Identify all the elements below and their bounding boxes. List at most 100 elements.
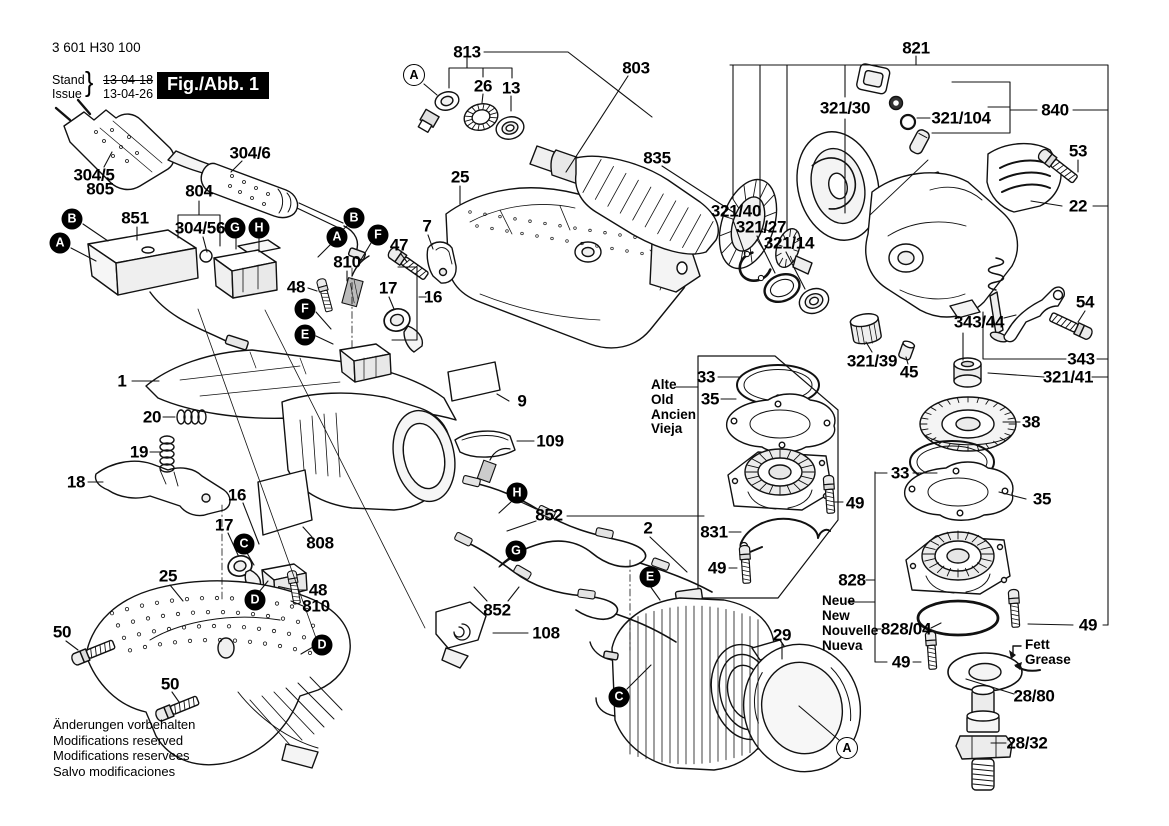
armature [529, 145, 813, 275]
revision-dates: 13-04-18 13-04-26 [103, 73, 154, 101]
leader-lines [65, 51, 1109, 744]
letter-marker-B: B [61, 208, 83, 230]
part-callout-304-56: 304/56 [174, 218, 226, 238]
stand-issue-labels: Stand Issue [52, 73, 85, 101]
letter-marker-D: D [244, 589, 266, 611]
part-callout-28-32: 28/32 [1006, 733, 1048, 753]
part-callout-813: 813 [453, 42, 481, 62]
shaft-rings [738, 250, 830, 315]
part-callout-47: 47 [389, 235, 409, 255]
part-callout-321-27: 321/27 [735, 217, 787, 237]
letter-marker-F: F [367, 224, 389, 246]
part-callout-50: 50 [160, 674, 180, 694]
legend-new-line: Neue [822, 593, 856, 608]
part-callout-1: 1 [117, 371, 127, 391]
footer-line: Modifications reservees [53, 748, 190, 763]
part-callout-16: 16 [227, 485, 247, 505]
part-callout-13: 13 [501, 78, 521, 98]
part-callout-25: 25 [158, 566, 178, 586]
date-old: 13-04-18 [103, 73, 154, 87]
part-callout-343-44: 343/44 [953, 312, 1005, 332]
part-callout-54: 54 [1075, 292, 1095, 312]
figure-label: Fig./Abb. 1 [157, 72, 269, 99]
grease-arrow [1009, 645, 1041, 672]
part-callout-828: 828 [838, 570, 866, 590]
part-callout-321-30: 321/30 [819, 98, 871, 118]
part-callout-304-6: 304/6 [229, 143, 271, 163]
spindle [955, 684, 1013, 791]
part-callout-321-40: 321/40 [710, 201, 762, 221]
part-callout-48: 48 [286, 277, 306, 297]
bevel-gear [919, 357, 1017, 452]
new-bearing-flange-group [904, 440, 1023, 692]
part-callout-49: 49 [1078, 615, 1098, 635]
part-callout-808: 808 [306, 533, 334, 553]
bracket-108 [435, 601, 487, 669]
letter-marker-H: H [248, 217, 270, 239]
letter-marker-G: G [505, 540, 527, 562]
letter-marker-B: B [343, 207, 365, 229]
part-callout-321-41: 321/41 [1042, 367, 1094, 387]
part-callout-321-104: 321/104 [931, 108, 991, 128]
part-callout-840: 840 [1041, 100, 1069, 120]
part-callout-109: 109 [536, 431, 564, 451]
document-part-number: 3 601 H30 100 [52, 40, 141, 55]
letter-marker-A: A [326, 226, 348, 248]
part-callout-304-5: 304/5 [73, 165, 115, 185]
legend-new-line: Nueva [822, 638, 863, 653]
spindle-lock-set [856, 63, 930, 216]
part-callout-804: 804 [185, 181, 213, 201]
bearing-set [417, 91, 525, 140]
part-callout-17: 17 [214, 515, 234, 535]
legend-grease-line: Fett [1025, 637, 1050, 652]
part-callout-810: 810 [333, 252, 361, 272]
part-callout-851: 851 [121, 208, 149, 228]
part-callout-810: 810 [302, 596, 330, 616]
part-callout-108: 108 [532, 623, 560, 643]
part-callout-16: 16 [423, 287, 443, 307]
brush-holder-upper [339, 255, 424, 383]
letter-marker-E: E [294, 324, 316, 346]
cable-piece [296, 202, 367, 261]
deflector-109 [454, 430, 516, 458]
part-callout-343: 343 [1067, 349, 1095, 369]
springs [159, 409, 207, 473]
part-callout-33: 33 [696, 367, 716, 387]
part-callout-852: 852 [483, 600, 511, 620]
part-callout-33: 33 [890, 463, 910, 483]
part-callout-321-14: 321/14 [763, 233, 815, 253]
letter-marker-C: C [233, 533, 255, 555]
decoration-layer [94, 103, 1017, 765]
nameplate-808 [257, 469, 313, 536]
nameplate-9 [447, 361, 501, 402]
legend-old-line: Alte [651, 377, 677, 392]
letter-marker-A: A [49, 232, 71, 254]
part-callout-17: 17 [378, 278, 398, 298]
letter-marker-E: E [639, 566, 661, 588]
part-callout-53: 53 [1068, 141, 1088, 161]
part-callout-45: 45 [899, 362, 919, 382]
part-callout-321-39: 321/39 [846, 351, 898, 371]
switch-module [87, 229, 249, 351]
part-callout-831: 831 [700, 522, 728, 542]
part-callout-28-80: 28/80 [1013, 686, 1055, 706]
stand-label: Stand [52, 73, 85, 87]
lock-lever [987, 257, 1066, 343]
wire-harness [454, 447, 713, 643]
part-callout-48: 48 [308, 580, 328, 600]
part-callout-805: 805 [86, 179, 114, 199]
part-callout-25: 25 [450, 167, 470, 187]
footer-line: Modifications reserved [53, 732, 184, 748]
part-callout-22: 22 [1068, 196, 1088, 216]
cable-sleeve [200, 162, 299, 219]
legend-new-line: Nouvelle [822, 623, 879, 638]
housing-chassis [145, 349, 457, 511]
part-callout-35: 35 [700, 389, 720, 409]
legend-new-line: New [822, 608, 850, 623]
legend-grease-line: Grease [1025, 651, 1071, 667]
